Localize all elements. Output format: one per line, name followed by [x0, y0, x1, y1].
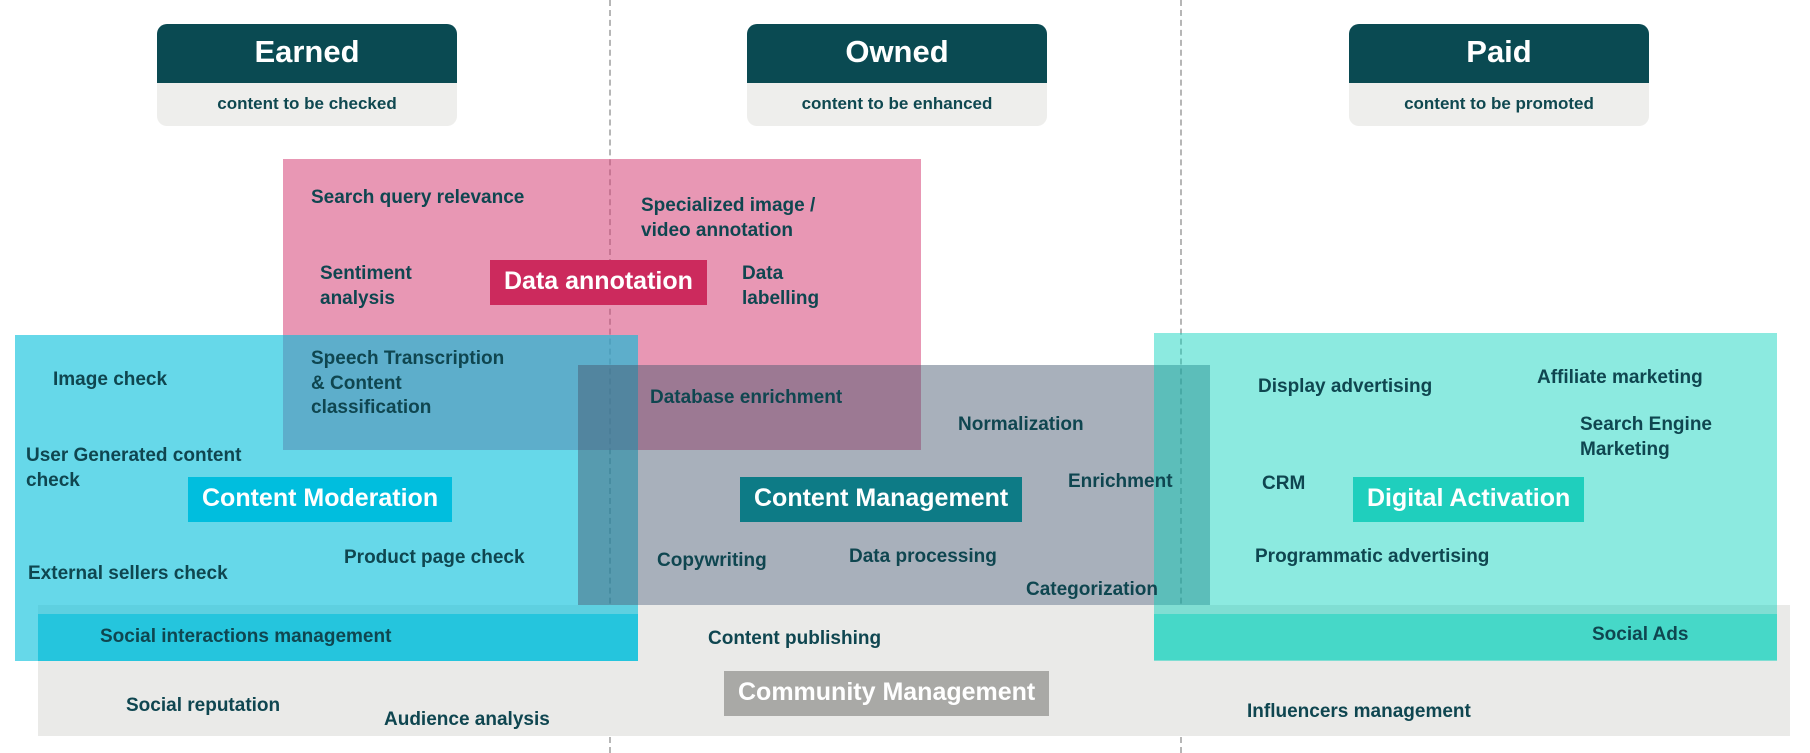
- service-label-image-check: Image check: [53, 369, 168, 390]
- service-label-display-advertising: Display advertising: [1258, 376, 1433, 397]
- column-divider-owned-paid: [1180, 0, 1182, 753]
- column-title-owned: Owned: [747, 24, 1047, 83]
- service-label-search-query-relevance: Search query relevance: [311, 187, 525, 208]
- service-label-crm: CRM: [1262, 473, 1306, 494]
- category-pill-content-management[interactable]: Content Management: [740, 477, 1023, 522]
- service-label-audience-analysis: Audience analysis: [384, 709, 550, 730]
- column-title-earned: Earned: [157, 24, 457, 83]
- category-pill-community-management[interactable]: Community Management: [724, 671, 1050, 716]
- column-subtitle-owned: content to be enhanced: [801, 93, 993, 113]
- service-label-product-page-check: Product page check: [344, 547, 525, 568]
- service-label-content-publishing: Content publishing: [708, 628, 882, 649]
- service-label-sentiment-analysis: Sentiment analysis: [320, 263, 412, 309]
- social-ads-band: [1154, 614, 1777, 661]
- service-label-categorization: Categorization: [1026, 579, 1158, 600]
- service-label-enrichment: Enrichment: [1068, 471, 1173, 492]
- service-label-speech-transcription-content-classification: Speech Transcription & Content classific…: [311, 348, 505, 419]
- service-label-affiliate-marketing: Affiliate marketing: [1537, 367, 1703, 388]
- service-label-external-sellers-check: External sellers check: [28, 563, 228, 584]
- social-interactions-band: [38, 614, 638, 661]
- service-label-user-generated-content-check: User Generated content check: [26, 445, 242, 491]
- service-label-social-interactions-management: Social interactions management: [100, 626, 392, 647]
- column-subtitle-earned: content to be checked: [217, 93, 397, 113]
- category-pill-data-annotation[interactable]: Data annotation: [490, 260, 707, 305]
- column-title-paid: Paid: [1349, 24, 1649, 83]
- column-subtitle-paid: content to be promoted: [1404, 93, 1594, 113]
- service-label-data-labelling: Data labelling: [742, 263, 820, 309]
- service-label-normalization: Normalization: [958, 414, 1084, 435]
- service-label-data-processing: Data processing: [849, 546, 997, 567]
- column-card-paid: Paid content to be promoted: [1349, 24, 1649, 127]
- service-label-programmatic-advertising: Programmatic advertising: [1255, 546, 1490, 567]
- service-label-specialized-image-video-annotation: Specialized image / video annotation: [641, 195, 816, 241]
- category-pill-content-moderation[interactable]: Content Moderation: [188, 477, 453, 522]
- service-label-search-engine-marketing: Search Engine Marketing: [1580, 414, 1712, 460]
- column-card-earned: Earned content to be checked: [157, 24, 457, 127]
- service-label-social-ads: Social Ads: [1592, 624, 1689, 645]
- service-label-social-reputation: Social reputation: [126, 695, 281, 716]
- column-card-owned: Owned content to be enhanced: [747, 24, 1047, 127]
- category-pill-digital-activation[interactable]: Digital Activation: [1353, 477, 1585, 522]
- service-label-influencers-management: Influencers management: [1247, 701, 1471, 722]
- service-label-copywriting: Copywriting: [657, 550, 767, 571]
- service-label-database-enrichment: Database enrichment: [650, 387, 843, 408]
